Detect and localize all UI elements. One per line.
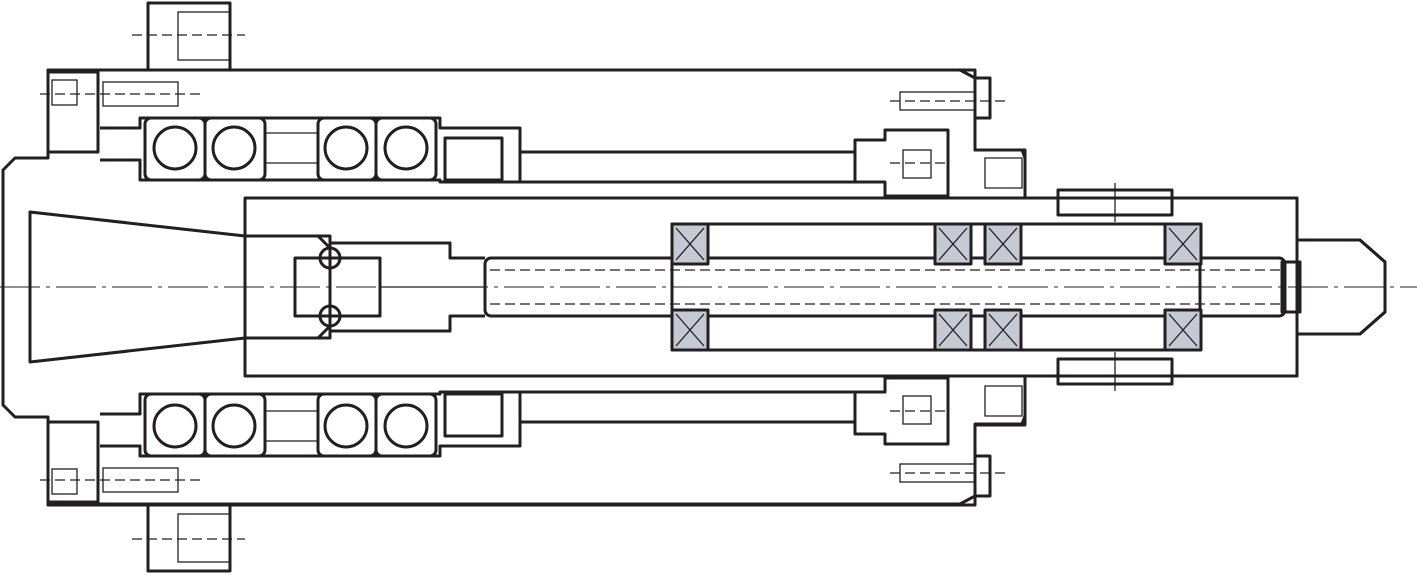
lower-half-details — [38, 285, 1387, 573]
drawbar — [483, 256, 1287, 318]
upper-half-details — [38, 1, 1387, 289]
